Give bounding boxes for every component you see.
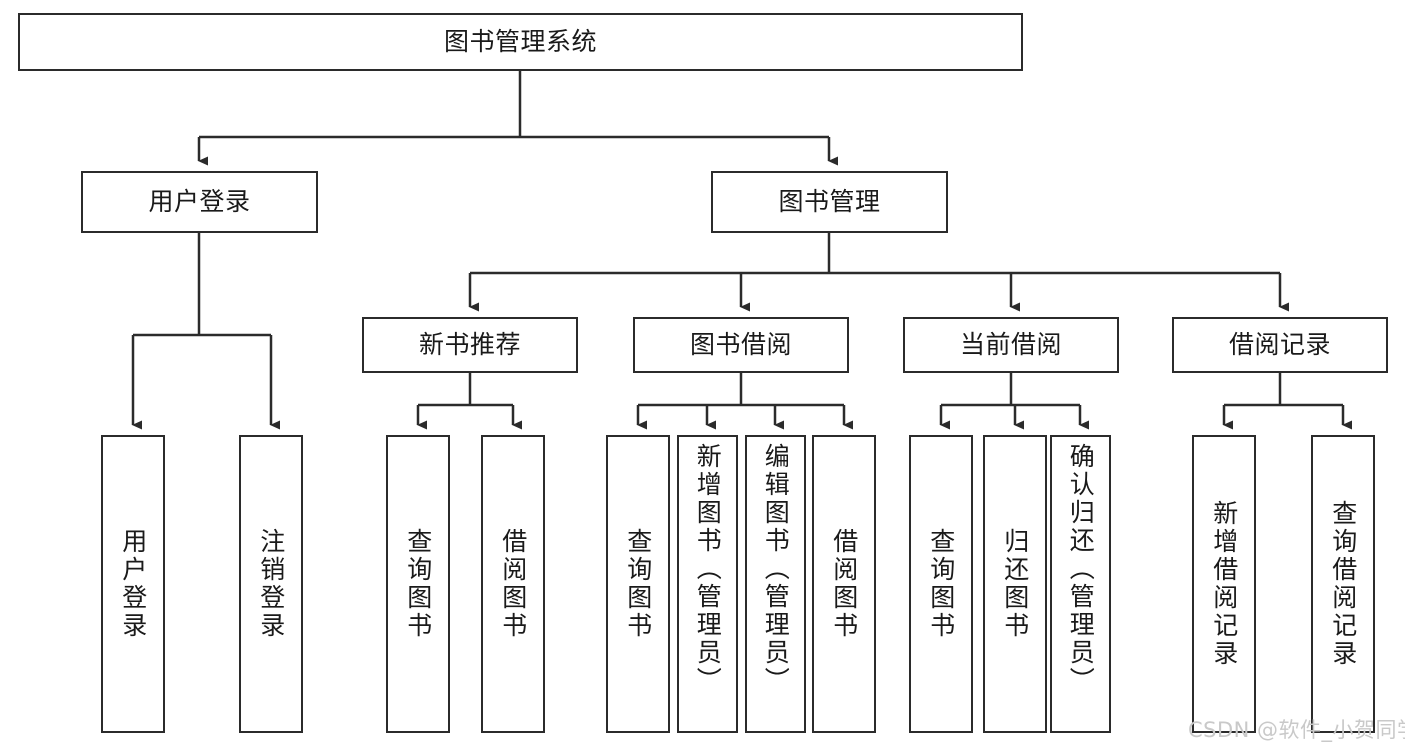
node-root[interactable]: 图书管理系统 [18, 13, 1023, 71]
leaf-query-record-label: 查询借阅记录 [1328, 500, 1358, 668]
node-user-login-label: 用户登录 [148, 187, 251, 216]
leaf-user-logout[interactable]: 注销登录 [239, 435, 303, 733]
leaf-query-book-3-label: 查询图书 [926, 528, 956, 640]
node-book-manage-label: 图书管理 [778, 187, 881, 216]
leaf-return-book[interactable]: 归还图书 [983, 435, 1047, 733]
node-user-login[interactable]: 用户登录 [81, 171, 318, 233]
node-current-borrow[interactable]: 当前借阅 [903, 317, 1119, 373]
leaf-query-book-2[interactable]: 查询图书 [606, 435, 670, 733]
node-new-book-rec[interactable]: 新书推荐 [362, 317, 578, 373]
node-book-borrow[interactable]: 图书借阅 [633, 317, 849, 373]
node-book-borrow-label: 图书借阅 [689, 330, 792, 359]
leaf-borrow-book-1[interactable]: 借阅图书 [481, 435, 545, 733]
node-borrow-record[interactable]: 借阅记录 [1172, 317, 1388, 373]
node-borrow-record-label: 借阅记录 [1228, 330, 1331, 359]
node-book-manage[interactable]: 图书管理 [711, 171, 948, 233]
leaf-query-book-1[interactable]: 查询图书 [386, 435, 450, 733]
leaf-add-book-label: 新增图书（管理员） [693, 443, 723, 695]
leaf-query-book-1-label: 查询图书 [403, 528, 433, 640]
leaf-query-book-3[interactable]: 查询图书 [909, 435, 973, 733]
leaf-query-book-2-label: 查询图书 [623, 528, 653, 640]
leaf-query-record[interactable]: 查询借阅记录 [1311, 435, 1375, 733]
node-new-book-rec-label: 新书推荐 [418, 330, 521, 359]
leaf-borrow-book-2[interactable]: 借阅图书 [812, 435, 876, 733]
leaf-confirm-return[interactable]: 确认归还（管理员） [1050, 435, 1111, 733]
leaf-user-login-label: 用户登录 [118, 528, 148, 640]
csdn-watermark: CSDN @软件_小贺同学 [1188, 718, 1405, 742]
leaf-user-logout-label: 注销登录 [256, 528, 286, 640]
leaf-edit-book-label: 编辑图书（管理员） [761, 443, 791, 695]
node-root-label: 图书管理系统 [443, 27, 597, 56]
leaf-edit-book[interactable]: 编辑图书（管理员） [745, 435, 806, 733]
leaf-borrow-book-2-label: 借阅图书 [829, 528, 859, 640]
node-current-borrow-label: 当前借阅 [959, 330, 1062, 359]
leaf-confirm-return-label: 确认归还（管理员） [1066, 443, 1096, 695]
leaf-add-record-label: 新增借阅记录 [1209, 500, 1239, 668]
leaf-add-book[interactable]: 新增图书（管理员） [677, 435, 738, 733]
leaf-add-record[interactable]: 新增借阅记录 [1192, 435, 1256, 733]
leaf-user-login[interactable]: 用户登录 [101, 435, 165, 733]
leaf-return-book-label: 归还图书 [1000, 528, 1030, 640]
leaf-borrow-book-1-label: 借阅图书 [498, 528, 528, 640]
